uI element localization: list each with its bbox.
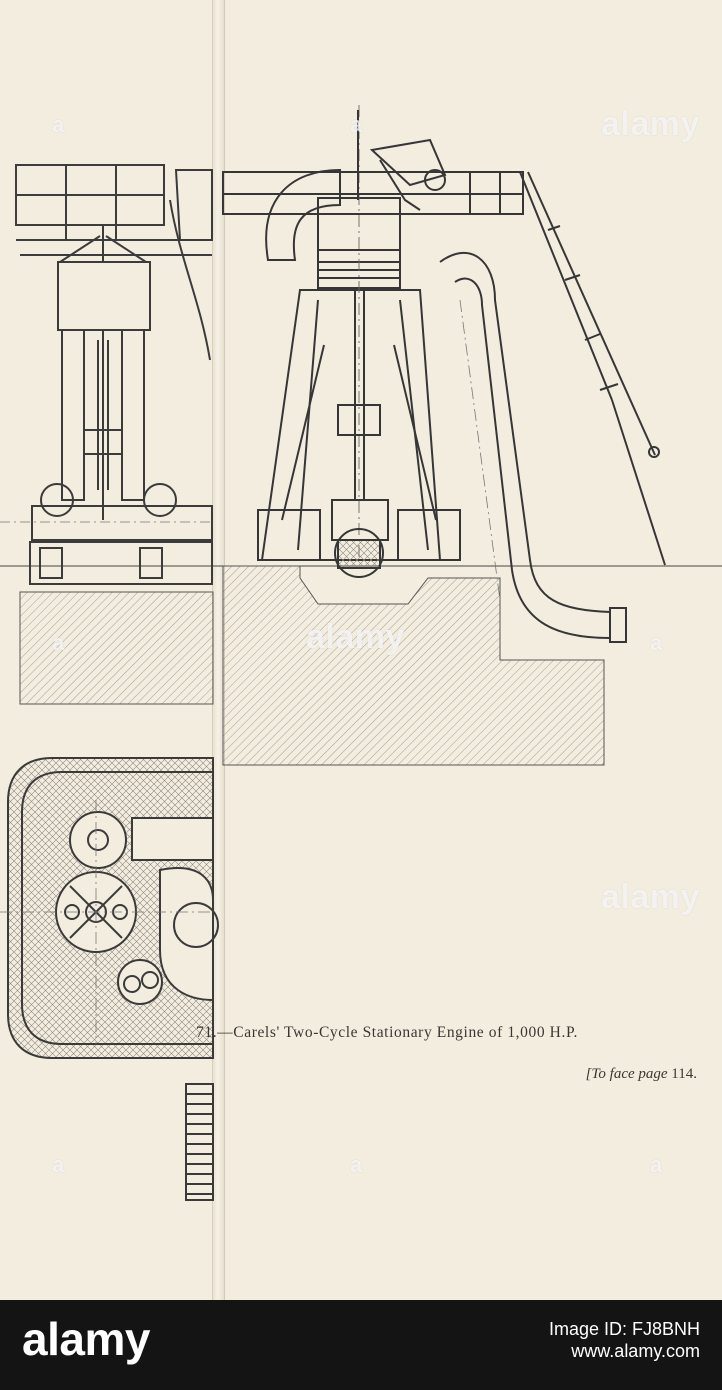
site-url: www.alamy.com (571, 1341, 700, 1361)
watermark-symbol: a (52, 1152, 65, 1177)
watermark-symbol: a (350, 112, 363, 137)
left-engine-frame (0, 169, 213, 585)
watermark-symbol: a (650, 630, 663, 655)
face-page-number: 114. (671, 1066, 697, 1082)
left-platform (15, 164, 212, 256)
left-foundation (19, 591, 214, 705)
stock-logo: alamy (22, 1313, 150, 1365)
stock-footer (0, 1300, 722, 1390)
watermark-symbol: a (52, 630, 65, 655)
image-id-block: Image ID: FJ8BNH www.alamy.com (549, 1318, 700, 1362)
watermark-text: alamy (601, 878, 700, 916)
watermark-symbol: a (350, 1152, 363, 1177)
engine-drawing (0, 105, 722, 1201)
scanned-page: alamy alamy alamy a a a a a a a 71.—Care… (0, 0, 722, 1300)
image-id: Image ID: FJ8BNH (548, 1319, 700, 1339)
face-page-note: [To face page 114. (586, 1066, 697, 1083)
face-page-prefix: [To face page (585, 1066, 668, 1082)
watermark-symbol: a (650, 1152, 663, 1177)
right-engine (222, 105, 666, 643)
figure-caption: 71.—Carels' Two-Cycle Stationary Engine … (196, 1024, 578, 1041)
right-foundation (222, 565, 605, 766)
watermark-text: alamy (306, 618, 405, 656)
plan-view (0, 757, 219, 1201)
watermark-text: alamy (601, 105, 700, 143)
watermark-symbol: a (52, 112, 65, 137)
